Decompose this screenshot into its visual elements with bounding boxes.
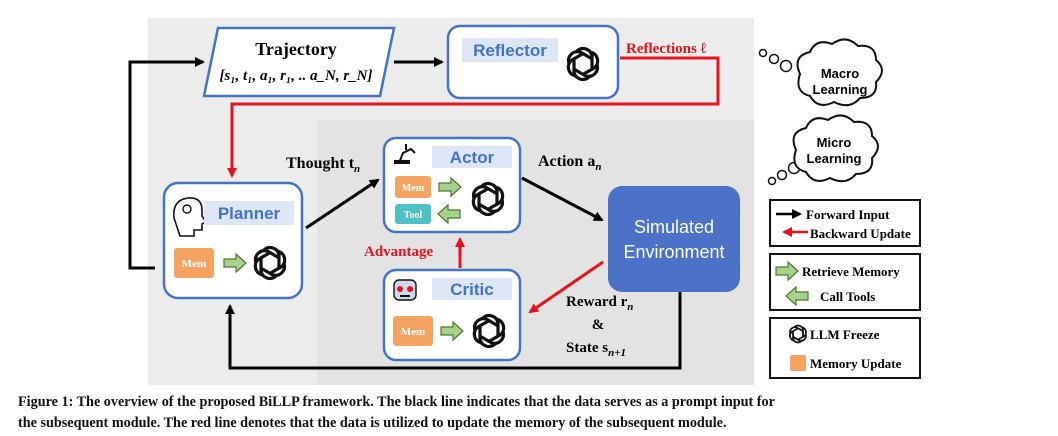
reflector-node: Reflector <box>446 24 620 100</box>
legend-forward: Forward Input <box>806 207 890 222</box>
legend-memory: Retrieve Memory Call Tools <box>769 253 921 311</box>
micro-line2: Learning <box>807 151 862 166</box>
amp-label: & <box>592 317 605 333</box>
actor-title: Actor <box>450 148 495 167</box>
planner-title: Planner <box>218 204 281 223</box>
legend-backward: Backward Update <box>810 226 911 241</box>
thought-label: Thought tn <box>286 155 360 175</box>
robot-face-icon <box>393 279 417 301</box>
advantage-label: Advantage <box>364 244 434 260</box>
reward-arrow <box>528 260 604 314</box>
reflector-title: Reflector <box>473 41 547 60</box>
planner-node: Planner Mem <box>162 181 304 300</box>
figure-caption: Figure 1: The overview of the proposed B… <box>18 392 1048 434</box>
micro-learning-cloud: Micro Learning <box>767 114 879 186</box>
macro-line1: Macro <box>821 66 859 81</box>
actor-mem-box <box>395 176 431 198</box>
critic-mem-box <box>393 316 433 346</box>
reflections-label: Reflections ℓ <box>626 41 707 57</box>
legend-retrieve: Retrieve Memory <box>802 264 900 279</box>
environment-line1: Simulated <box>634 217 714 237</box>
action-arrow <box>521 176 604 222</box>
simulated-environment-node: Simulated Environment <box>608 186 740 292</box>
trajectory-formula: [s₁, t₁, a₁, r₁, .. a_N, r_N] <box>219 68 372 84</box>
action-label: Action an <box>538 153 601 173</box>
robot-arm-icon <box>394 144 416 164</box>
planner-to-trajectory-arrow <box>128 57 205 270</box>
critic-node: Critic Mem <box>382 268 522 362</box>
actor-tool-box <box>395 204 431 224</box>
thought-arrow <box>305 178 380 230</box>
micro-line1: Micro <box>817 135 852 150</box>
actor-tool-label: Tool <box>404 210 423 221</box>
planner-mem-label: Mem <box>182 258 206 270</box>
legend-llm: LLM Freeze Memory Update <box>769 317 921 379</box>
legend-memory-update: Memory Update <box>810 356 902 371</box>
state-label: State sn+1 <box>566 340 626 359</box>
trajectory-title: Trajectory <box>255 39 337 59</box>
caption-line1: Figure 1: The overview of the proposed B… <box>18 394 775 410</box>
macro-line2: Learning <box>813 82 868 97</box>
critic-title: Critic <box>450 280 493 299</box>
planner-mem-box <box>174 248 214 278</box>
framework-diagram: Trajectory [s₁, t₁, a₁, r₁, .. a_N, r_N]… <box>128 18 921 385</box>
actor-mem-label: Mem <box>402 183 425 194</box>
legend-llm-freeze: LLM Freeze <box>810 327 880 342</box>
reflections-arrow <box>227 56 720 178</box>
macro-learning-cloud: Macro Learning <box>758 38 883 107</box>
actor-node: Actor Mem Tool <box>382 136 522 234</box>
environment-line2: Environment <box>623 242 724 262</box>
reward-label: Reward rn <box>566 294 633 313</box>
legend-tools: Call Tools <box>820 289 875 304</box>
call-tools-arrow <box>437 203 461 225</box>
critic-mem-label: Mem <box>401 326 425 338</box>
brain-head-icon <box>172 197 208 237</box>
legend-arrows: Forward Input Backward Update <box>769 199 921 247</box>
environment-to-planner-arrow <box>225 292 682 370</box>
caption-line2: the subsequent module. The red line deno… <box>18 415 727 431</box>
trajectory-node: Trajectory [s₁, t₁, a₁, r₁, .. a_N, r_N] <box>202 26 396 98</box>
